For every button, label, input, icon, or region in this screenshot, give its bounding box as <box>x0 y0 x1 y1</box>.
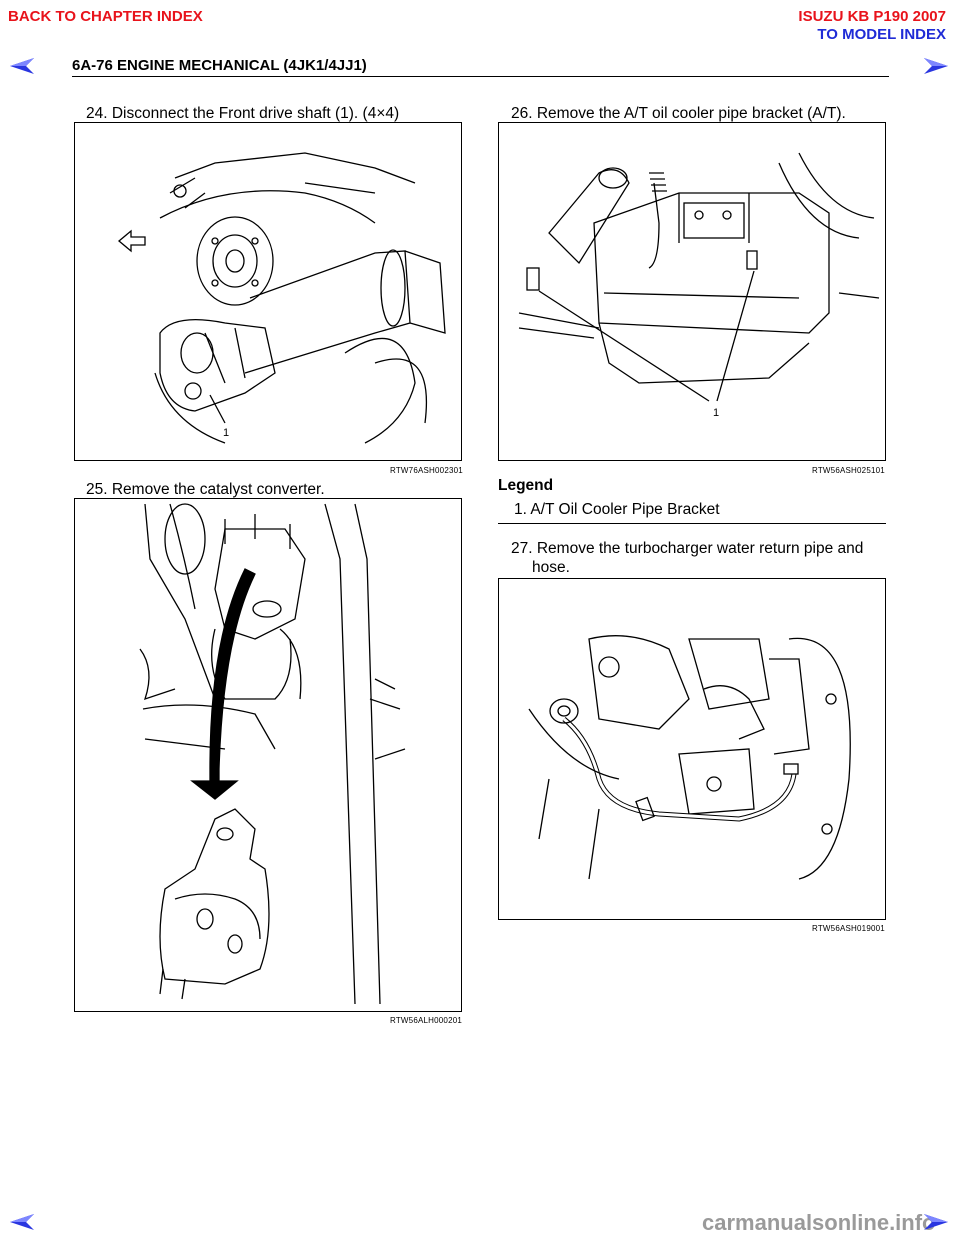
figure-front-drive-shaft: 1 <box>74 122 462 461</box>
to-model-index-link[interactable]: TO MODEL INDEX <box>817 26 946 43</box>
step-27-text-line2: hose. <box>532 559 570 576</box>
figure-turbo-water-return-pipe <box>498 578 886 920</box>
back-to-chapter-index-link[interactable]: BACK TO CHAPTER INDEX <box>8 8 203 25</box>
legend-title: Legend <box>498 477 554 494</box>
step-25-text: 25. Remove the catalyst converter. <box>86 481 325 498</box>
fig27-id: RTW56ASH019001 <box>812 924 885 933</box>
watermark-text: carmanualsonline.info <box>702 1210 936 1235</box>
step-24-text: 24. Disconnect the Front drive shaft (1)… <box>86 105 400 122</box>
legend-item-1: 1. A/T Oil Cooler Pipe Bracket <box>514 501 720 518</box>
fig26-id: RTW56ASH025101 <box>812 466 885 475</box>
fig25-id: RTW56ALH000201 <box>390 1016 463 1025</box>
fig24-id: RTW76ASH002301 <box>390 466 463 475</box>
figure-catalyst-converter <box>74 498 462 1012</box>
next-page-arrow-icon[interactable] <box>922 56 950 76</box>
fig24-callout-1: 1 <box>223 427 230 439</box>
page-header-title: 6A-76 ENGINE MECHANICAL (4JK1/4JJ1) <box>72 57 367 74</box>
legend-rule <box>498 523 886 524</box>
footer-next-arrow-icon[interactable] <box>922 1212 950 1232</box>
model-title-link[interactable]: ISUZU KB P190 2007 <box>798 8 946 25</box>
fig26-callout-1: 1 <box>713 407 720 419</box>
step-26-text: 26. Remove the A/T oil cooler pipe brack… <box>511 105 846 122</box>
step-27-text-line1: 27. Remove the turbocharger water return… <box>511 540 864 557</box>
header-rule <box>72 76 889 77</box>
footer-previous-arrow-icon[interactable] <box>8 1212 36 1232</box>
figure-at-oil-cooler-bracket: 1 <box>498 122 886 461</box>
previous-page-arrow-icon[interactable] <box>8 56 36 76</box>
